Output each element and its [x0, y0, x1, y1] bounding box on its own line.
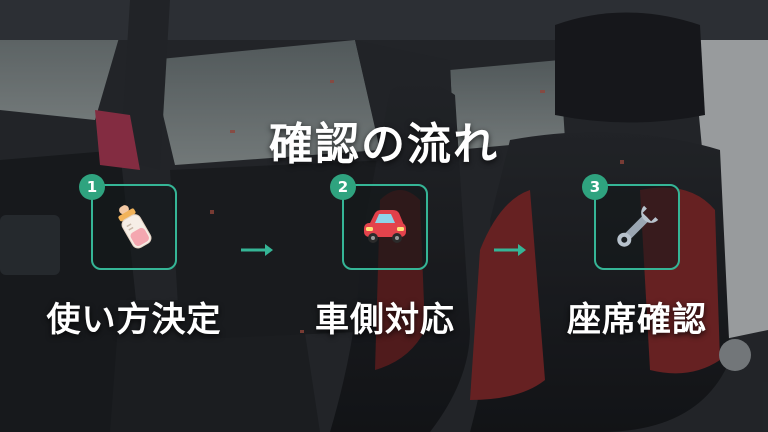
- arrow-right-icon: [241, 244, 273, 256]
- arrow-right-icon: [494, 244, 526, 256]
- step-1-number-badge: 1: [79, 174, 105, 200]
- baby-bottle-icon: [118, 205, 152, 249]
- wrench-icon: [617, 205, 659, 247]
- step-3-icon-box: [594, 184, 680, 270]
- step-1-label: 使い方決定: [46, 300, 222, 340]
- page-title: 確認の流れ: [269, 119, 499, 170]
- step-2-label: 車側対応: [315, 300, 455, 340]
- car-icon: [364, 210, 406, 243]
- step-2-icon-box: [342, 184, 428, 270]
- step-3-number-badge: 3: [582, 174, 608, 200]
- step-2-number-badge: 2: [330, 174, 356, 200]
- step-3-label: 座席確認: [567, 300, 707, 340]
- step-1-icon-box: [91, 184, 177, 270]
